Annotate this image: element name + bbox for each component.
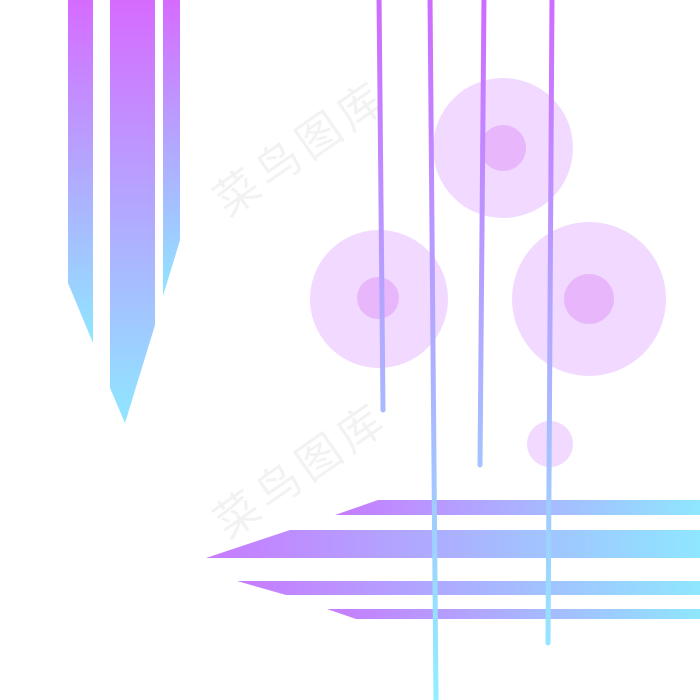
thin-line-2 bbox=[427, 0, 439, 700]
thin-line-4 bbox=[545, 0, 555, 646]
watermark-text-bottom: 菜鸟图库 bbox=[205, 393, 398, 549]
left-stripe-3 bbox=[163, 0, 180, 296]
left-vertical-stripes bbox=[68, 0, 180, 423]
circle-core-left bbox=[357, 277, 399, 319]
circle-core-right bbox=[564, 274, 614, 324]
horizontal-stripe-3 bbox=[237, 581, 700, 595]
horizontal-stripe-1 bbox=[335, 500, 700, 515]
thin-line-1 bbox=[376, 0, 386, 413]
left-stripe-1 bbox=[68, 0, 93, 343]
watermark-text-top: 菜鸟图库 bbox=[205, 71, 398, 227]
thin-vertical-lines bbox=[376, 0, 555, 700]
thin-line-3 bbox=[477, 0, 487, 468]
left-stripe-2 bbox=[110, 0, 155, 423]
horizontal-stripe-4 bbox=[327, 609, 700, 619]
circle-core-top bbox=[480, 125, 526, 171]
horizontal-stripe-2 bbox=[206, 530, 700, 558]
bottom-horizontal-stripes bbox=[206, 500, 700, 619]
